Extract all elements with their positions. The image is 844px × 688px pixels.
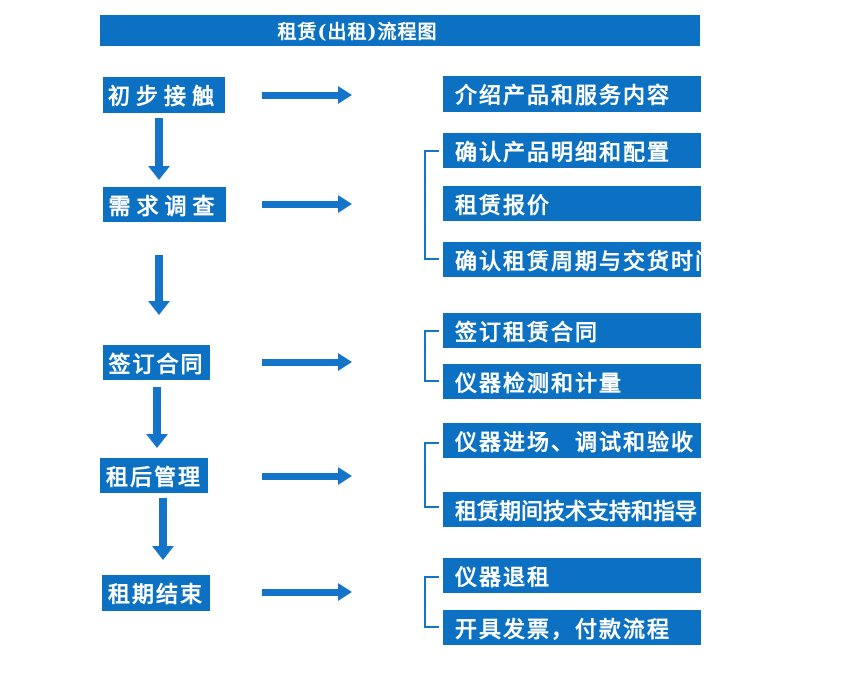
group-bracket (424, 330, 439, 382)
arrow-down-icon (152, 498, 174, 560)
output-box-instrument-setup-acceptance: 仪器进场、调试和验收 (443, 423, 701, 458)
output-box-invoice-payment: 开具发票，付款流程 (443, 610, 701, 645)
output-box-sign-rental-contract: 签订租赁合同 (443, 313, 701, 348)
arrow-head (148, 166, 170, 180)
group-bracket (424, 150, 439, 260)
output-box-technical-support: 租赁期间技术支持和指导 (443, 492, 701, 527)
arrow-right-icon (262, 86, 352, 104)
arrow-shaft (155, 255, 163, 301)
output-box-instrument-return: 仪器退租 (443, 558, 701, 593)
output-box-introduce-products: 介绍产品和服务内容 (443, 76, 701, 112)
arrow-head (338, 467, 352, 485)
arrow-down-icon (146, 387, 168, 448)
output-box-confirm-period-delivery: 确认租赁周期与交货时间 (443, 242, 717, 277)
flowchart-title: 租赁(出租)流程图 (277, 21, 438, 43)
arrow-head (338, 195, 352, 213)
arrow-shaft (262, 472, 338, 480)
output-box-instrument-testing: 仪器检测和计量 (443, 364, 701, 399)
flowchart-title-bar: 租赁(出租)流程图 (100, 15, 700, 46)
arrow-down-icon (148, 255, 170, 315)
output-box-confirm-product-details: 确认产品明细和配置 (443, 133, 701, 168)
group-bracket (424, 576, 439, 628)
arrow-shaft (262, 358, 338, 366)
arrow-shaft (262, 91, 338, 99)
arrow-head (148, 301, 170, 315)
group-bracket (424, 442, 439, 508)
arrow-shaft (155, 118, 163, 166)
arrow-right-icon (262, 353, 352, 371)
arrow-shaft (262, 588, 338, 596)
arrow-right-icon (262, 583, 352, 601)
arrow-head (338, 583, 352, 601)
step-box-post-rental-management: 租后管理 (100, 458, 208, 493)
arrow-head (338, 86, 352, 104)
step-box-demand-survey: 需求调查 (103, 187, 226, 222)
arrow-right-icon (262, 195, 352, 213)
arrow-shaft (262, 200, 338, 208)
step-box-initial-contact: 初步接触 (103, 77, 225, 113)
step-box-lease-end: 租期结束 (102, 575, 210, 611)
arrow-shaft (153, 387, 161, 434)
arrow-head (146, 434, 168, 448)
step-box-sign-contract: 签订合同 (103, 345, 210, 380)
arrow-down-icon (148, 118, 170, 180)
arrow-right-icon (262, 467, 352, 485)
arrow-head (338, 353, 352, 371)
arrow-head (152, 546, 174, 560)
arrow-shaft (159, 498, 167, 546)
output-box-rental-quote: 租赁报价 (443, 186, 701, 221)
